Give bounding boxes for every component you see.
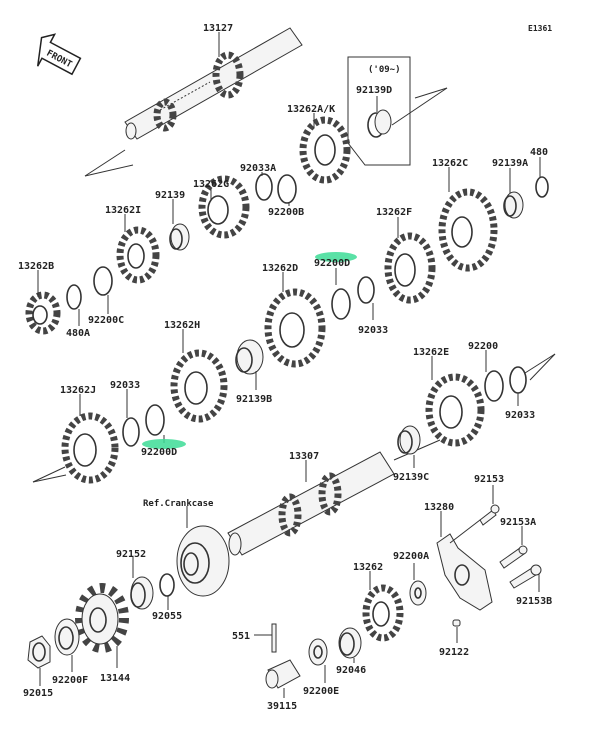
bearing-92139[interactable] [169,223,190,251]
gear-13262e[interactable] [425,373,485,447]
label-92152[interactable]: 92152 [116,549,146,560]
washer-92200b[interactable] [277,174,297,204]
label-92033-mid[interactable]: 92033 [358,325,388,336]
label-92122[interactable]: 92122 [439,647,469,658]
washer-92200d-top[interactable] [331,288,351,320]
label-480[interactable]: 480 [530,147,548,158]
label-92139a[interactable]: 92139A [492,158,528,169]
gear-13262ak[interactable] [299,116,351,184]
label-13262i[interactable]: 13262I [105,205,141,216]
label-92200[interactable]: 92200 [468,341,498,352]
bearing-92139c[interactable] [397,425,421,455]
label-92055[interactable]: 92055 [152,611,182,622]
bearing-92139a[interactable] [503,191,524,219]
crankcase-bearing[interactable] [176,525,230,597]
gear-13262b[interactable] [25,291,61,335]
label-92139d[interactable]: 92139D [356,85,392,96]
label-92200a[interactable]: 92200A [393,551,429,562]
label-92153b[interactable]: 92153B [516,596,552,607]
ref-crankcase-label: Ref.Crankcase [143,499,214,509]
label-13262j[interactable]: 13262J [60,385,96,396]
label-92139[interactable]: 92139 [155,190,185,201]
gear-13262d[interactable] [264,288,326,368]
label-13262ak[interactable]: 13262A/K [287,104,335,115]
label-92200d-top[interactable]: 92200D [314,258,350,269]
shaft-13127[interactable] [84,27,303,177]
circlip-480[interactable] [535,176,549,198]
gear-13262[interactable] [362,584,404,642]
washer-92200a[interactable] [409,580,427,606]
washer-92200e[interactable] [308,638,328,666]
bolt-92153[interactable] [479,504,500,526]
washer-92200d-bottom[interactable] [145,404,165,436]
diagram-code: E1361 [528,24,552,33]
label-92200c[interactable]: 92200C [88,315,124,326]
nut-92015[interactable] [27,635,51,669]
pin-551[interactable] [271,623,277,653]
inset-box: ('09~) 92139D [347,56,448,166]
label-13262d[interactable]: 13262D [262,263,298,274]
snap-ring-92033-mid[interactable] [357,276,375,304]
label-92139b[interactable]: 92139B [236,394,272,405]
sprocket-13144[interactable] [75,583,129,653]
label-92200f[interactable]: 92200F [52,675,88,686]
label-92033-left[interactable]: 92033 [110,380,140,391]
label-13262f[interactable]: 13262F [376,207,412,218]
dowel-92122[interactable] [452,619,461,627]
label-92200e[interactable]: 92200E [303,686,339,697]
label-13262c[interactable]: 13262C [432,158,468,169]
label-13127[interactable]: 13127 [203,23,233,34]
washer-92200c[interactable] [93,266,113,296]
gear-13262j[interactable] [32,412,119,484]
label-39115[interactable]: 39115 [267,701,297,712]
label-13262[interactable]: 13262 [353,562,383,573]
label-92033-right[interactable]: 92033 [505,410,535,421]
snap-ring-92033-right[interactable] [509,353,556,394]
gear-13262g[interactable] [198,175,250,239]
label-480a[interactable]: 480A [66,328,90,339]
holder-13280[interactable] [436,519,493,611]
snap-ring-92033a[interactable] [255,173,273,201]
label-92200b[interactable]: 92200B [268,207,304,218]
washer-92200[interactable] [484,370,504,402]
front-arrow-icon: FRONT [36,33,82,76]
bearing-92139b[interactable] [235,339,264,375]
washer-92200f[interactable] [54,618,80,656]
label-92153a[interactable]: 92153A [500,517,536,528]
bolt-92153a[interactable] [499,545,528,569]
collar-39115[interactable] [265,659,301,689]
bolt-92153b[interactable] [509,564,542,589]
label-13262b[interactable]: 13262B [18,261,54,272]
gear-13262h[interactable] [170,349,228,423]
label-13144[interactable]: 13144 [100,673,130,684]
label-92015[interactable]: 92015 [23,688,53,699]
label-13262e[interactable]: 13262E [413,347,449,358]
label-92139c[interactable]: 92139C [393,472,429,483]
highlight-92200d-top [315,252,357,262]
label-13307[interactable]: 13307 [289,451,319,462]
circlip-480a[interactable] [66,284,82,310]
bearing-92046[interactable] [338,627,362,659]
label-13280[interactable]: 13280 [424,502,454,513]
label-92153[interactable]: 92153 [474,474,504,485]
label-13262h[interactable]: 13262H [164,320,200,331]
gear-13262i[interactable] [116,226,160,284]
label-551[interactable]: 551 [232,631,250,642]
inset-note: ('09~) [368,65,401,75]
snap-ring-92033-left[interactable] [122,417,140,447]
label-13262g[interactable]: 13262G [193,179,229,190]
highlight-92200d-bottom [142,439,186,449]
gear-13262c[interactable] [438,188,498,272]
o-ring-92055[interactable] [159,573,175,597]
label-92046[interactable]: 92046 [336,665,366,676]
label-92200d-bottom[interactable]: 92200D [141,447,177,458]
seal-92152[interactable] [130,576,154,610]
gear-13262f[interactable] [384,232,436,304]
shaft-13307[interactable] [227,439,441,556]
label-92033a[interactable]: 92033A [240,163,276,174]
